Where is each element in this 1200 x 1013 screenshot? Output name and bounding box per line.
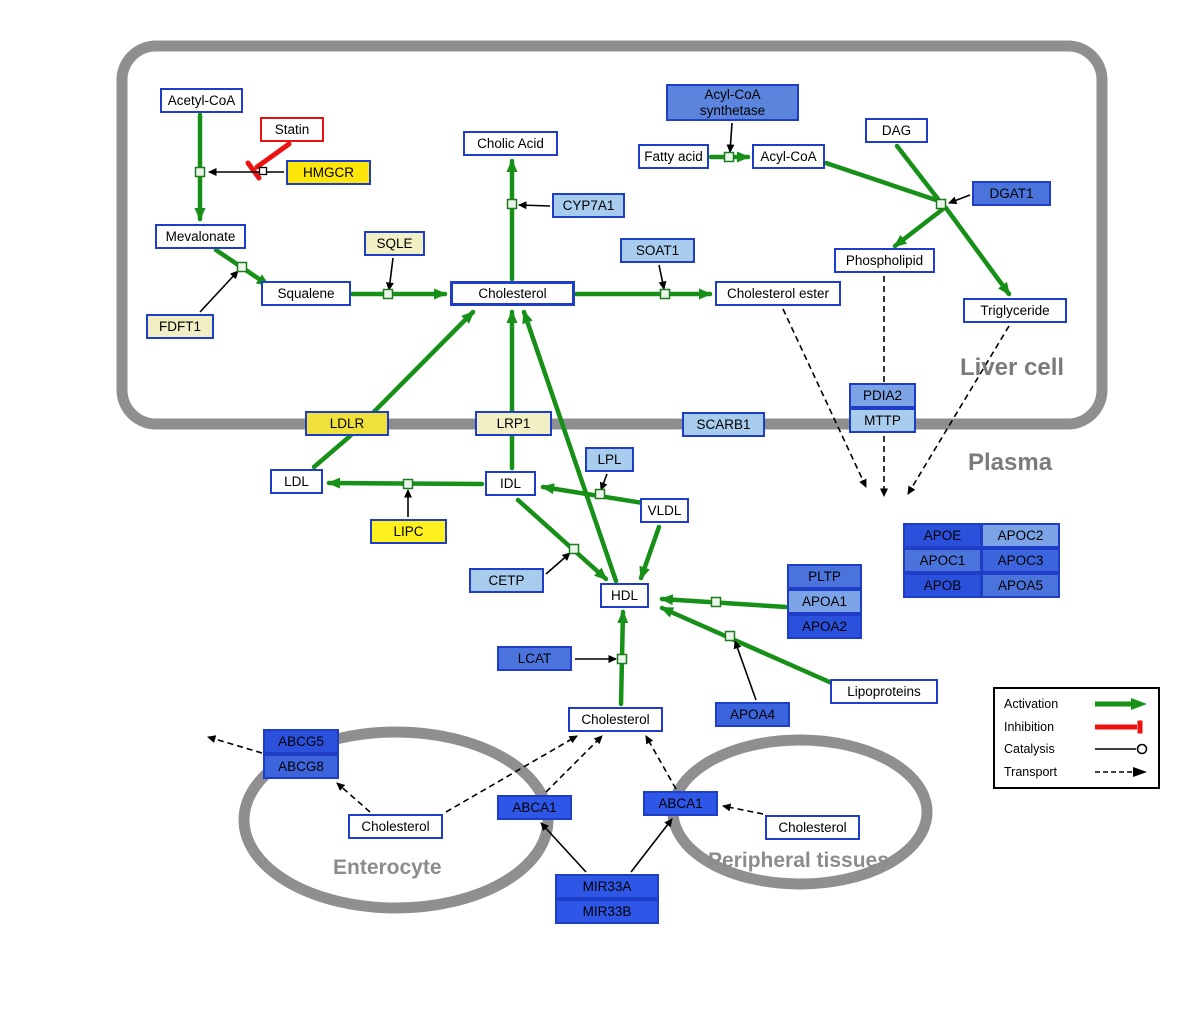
node-abca1-enterocyte: ABCA1 <box>497 795 572 820</box>
node-apoa4: APOA4 <box>715 702 790 727</box>
legend-row-catalysis: Catalysis <box>1004 741 1149 757</box>
legend-row-inhibition: Inhibition <box>1004 719 1149 735</box>
activation-edges <box>194 112 1012 707</box>
enterocyte-membrane <box>238 726 554 914</box>
node-apoc3: APOC3 <box>981 548 1060 573</box>
node-abcg5: ABCG5 <box>263 729 339 754</box>
node-sqle: SQLE <box>364 231 425 256</box>
node-ldl: LDL <box>270 469 323 494</box>
node-lrp1: LRP1 <box>475 411 552 436</box>
node-hmgcr: HMGCR <box>286 160 371 185</box>
activation-arrow-icon <box>1095 698 1147 711</box>
node-lipc: LIPC <box>370 519 447 544</box>
node-mttp: MTTP <box>849 408 916 433</box>
node-triglyceride: Triglyceride <box>963 298 1067 323</box>
node-statin: Statin <box>260 117 324 142</box>
node-vldl: VLDL <box>640 498 689 523</box>
node-cholesterol-plasma: Cholesterol <box>568 707 663 732</box>
node-abcg8: ABCG8 <box>263 754 339 779</box>
node-cholesterol-ester: Cholesterol ester <box>715 281 841 306</box>
inhibition-tbar-icon <box>1095 720 1143 734</box>
node-abca1-peripheral: ABCA1 <box>643 791 718 816</box>
node-pltp: PLTP <box>787 564 862 589</box>
legend-inhibition-label: Inhibition <box>1004 719 1055 734</box>
node-apoa5: APOA5 <box>981 573 1060 598</box>
liver-cell-label: Liver cell <box>960 354 1065 381</box>
peripheral-tissues-label: Peripheral tissues <box>708 849 889 872</box>
node-lpl: LPL <box>585 447 634 472</box>
node-dgat1: DGAT1 <box>972 181 1051 206</box>
node-acetyl-coa: Acetyl-CoA <box>160 88 243 113</box>
membranes <box>116 40 1108 914</box>
node-apoc1: APOC1 <box>903 548 982 573</box>
legend-row-transport: Transport <box>1004 764 1149 780</box>
node-cholic-acid: Cholic Acid <box>463 131 558 156</box>
node-scarb1: SCARB1 <box>682 412 765 437</box>
statin-inhibition-edge <box>245 141 292 181</box>
plasma-label: Plasma <box>968 449 1053 476</box>
node-apoc2: APOC2 <box>981 523 1060 548</box>
node-pdia2: PDIA2 <box>849 383 916 408</box>
catalysis-junction-square <box>258 166 268 176</box>
node-lipoproteins: Lipoproteins <box>830 679 938 704</box>
legend-transport-label: Transport <box>1004 764 1058 779</box>
liver-cell-membrane <box>116 40 1108 430</box>
node-apoe: APOE <box>903 523 982 548</box>
node-fatty-acid: Fatty acid <box>638 144 709 169</box>
node-soat1: SOAT1 <box>620 238 695 263</box>
node-cholesterol-peripheral: Cholesterol <box>765 815 860 840</box>
transport-edges <box>207 276 1010 815</box>
transport-dashed-arrow-icon <box>1095 766 1147 777</box>
node-lcat: LCAT <box>497 646 572 671</box>
node-apoa1: APOA1 <box>787 589 862 614</box>
node-apob: APOB <box>903 573 982 598</box>
node-mir33a: MIR33A <box>555 874 659 899</box>
node-ldlr: LDLR <box>305 411 389 436</box>
node-cyp7a1: CYP7A1 <box>552 193 625 218</box>
node-acyl-coa-2: Acyl-CoA <box>752 144 825 169</box>
node-cholesterol-enterocyte: Cholesterol <box>348 814 443 839</box>
legend-row-activation: Activation <box>1004 696 1149 712</box>
node-apoa2: APOA2 <box>787 614 862 639</box>
node-fdft1: FDFT1 <box>146 314 214 339</box>
node-phospholipid: Phospholipid <box>834 248 935 273</box>
node-hdl: HDL <box>600 583 649 608</box>
node-idl: IDL <box>485 471 536 496</box>
enterocyte-label: Enterocyte <box>333 856 442 879</box>
node-acyl-coa-synthetase: Acyl-CoA synthetase <box>666 84 799 121</box>
node-cholesterol-liver: Cholesterol <box>450 281 575 306</box>
legend-activation-label: Activation <box>1004 697 1059 712</box>
node-squalene: Squalene <box>261 281 351 306</box>
catalysis-edges <box>199 122 971 873</box>
node-dag: DAG <box>865 118 928 143</box>
reaction-junctions <box>194 151 947 665</box>
node-cetp: CETP <box>469 568 544 593</box>
node-mir33b: MIR33B <box>555 899 659 924</box>
catalysis-circle-icon <box>1095 743 1148 755</box>
node-mevalonate: Mevalonate <box>155 224 246 249</box>
legend-catalysis-label: Catalysis <box>1004 742 1055 757</box>
legend: Activation Inhibition Catalysis Transpor… <box>993 687 1160 789</box>
